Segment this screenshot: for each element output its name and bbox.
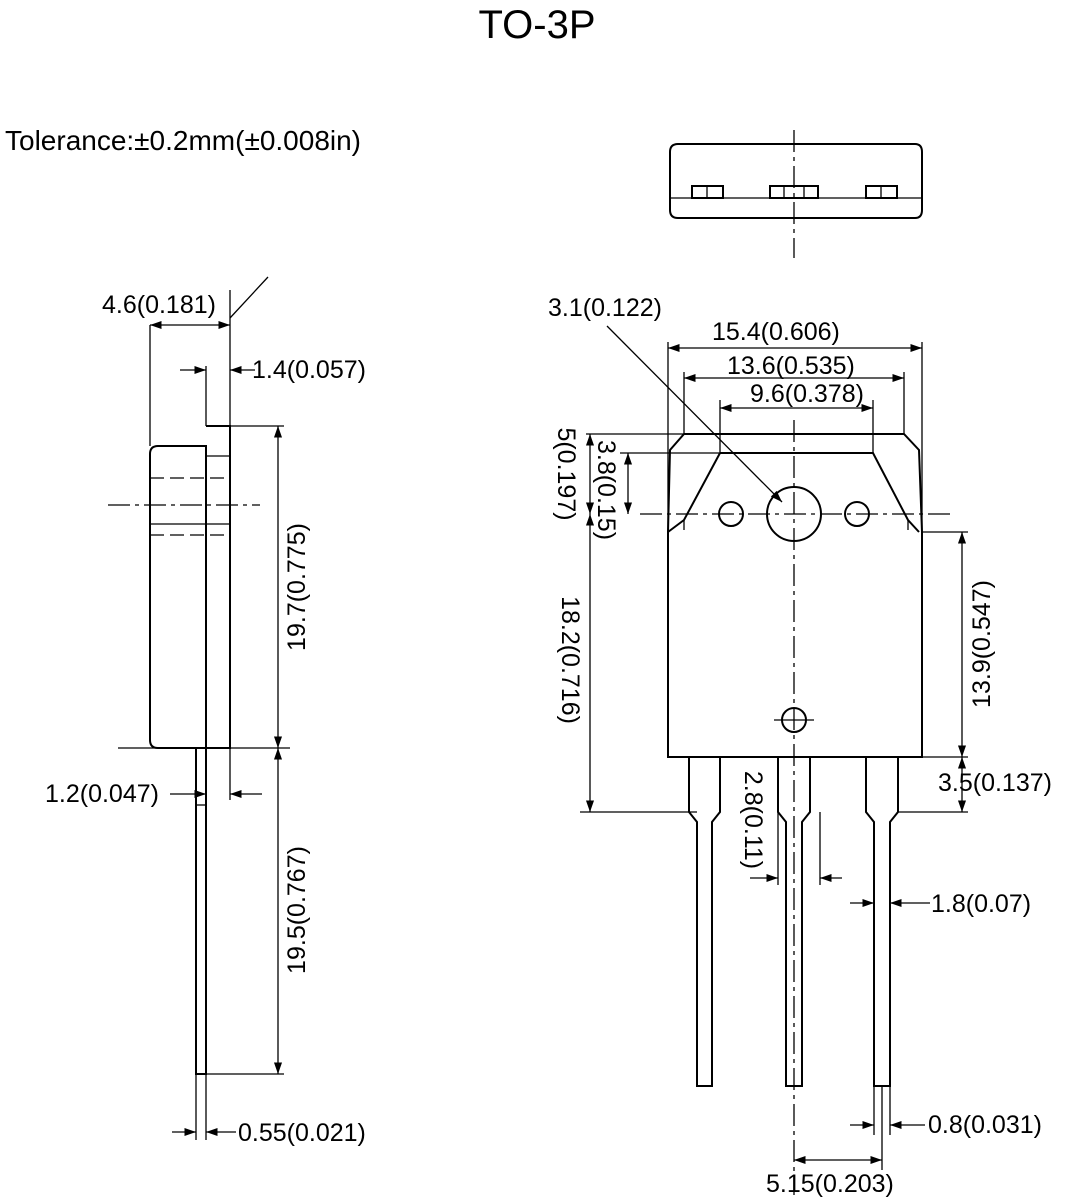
dim-lead-shoulder-width: 2.8(0.11): [739, 771, 767, 869]
top-view: [669, 130, 923, 258]
drawing-title: TO-3P: [478, 3, 595, 47]
dim-lower-body-height: 13.9(0.547): [968, 580, 996, 708]
dim-tab-to-hole: 5(0.197): [552, 427, 580, 520]
dim-lead-width-upper: 1.8(0.07): [931, 890, 1031, 918]
dim-lead-width: 0.8(0.031): [928, 1111, 1042, 1139]
dim-tab-thickness: 1.4(0.057): [252, 356, 366, 384]
dim-body-height: 19.7(0.775): [283, 523, 311, 651]
dim-body-width: 15.4(0.606): [712, 318, 840, 346]
tolerance-note: Tolerance:±0.2mm(±0.008in): [5, 125, 361, 156]
dim-lead-shoulder-length: 3.5(0.137): [938, 769, 1052, 797]
dim-overall-thickness: 4.6(0.181): [102, 291, 216, 319]
dim-flat-width: 9.6(0.378): [750, 380, 864, 408]
dim-chamfer-to-hole: 3.8(0.15): [592, 440, 620, 540]
side-view: 4.6(0.181) 1.4(0.057) 19.7(0.775) 1.2(0.…: [45, 276, 366, 1147]
dim-upper-width: 13.6(0.535): [727, 352, 855, 380]
front-view: 3.1(0.122) 15.4(0.606) 13.6(0.535) 9.6(0…: [548, 294, 1052, 1198]
dim-lead-length: 19.5(0.767): [283, 846, 311, 974]
dim-lead-thickness: 0.55(0.021): [238, 1119, 366, 1147]
dim-hole-diameter: 3.1(0.122): [548, 294, 662, 322]
dim-lead-pitch: 5.15(0.203): [766, 1170, 894, 1198]
dim-lead-offset: 1.2(0.047): [45, 780, 159, 808]
dim-hole-to-leads: 18.2(0.716): [556, 596, 584, 724]
